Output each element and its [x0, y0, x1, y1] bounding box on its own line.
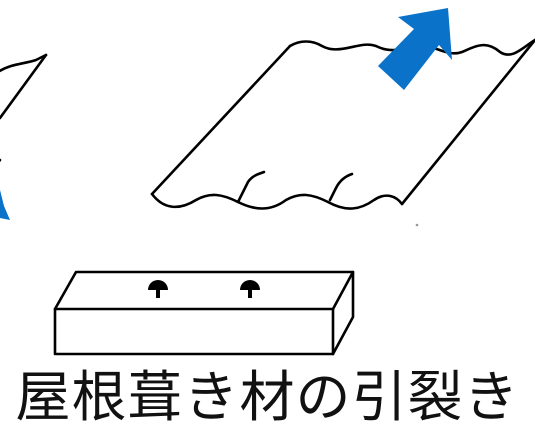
arrow-up-right-icon — [378, 8, 452, 90]
left-roof-sheet — [0, 53, 48, 163]
nail-icon — [148, 280, 168, 298]
arrow-down-left-icon — [0, 190, 10, 220]
rafter-beam — [53, 270, 355, 356]
right-roof-sheet — [150, 38, 535, 227]
nail-icon — [240, 280, 260, 298]
diagram-caption: 屋根葺き材の引裂き — [15, 365, 520, 429]
